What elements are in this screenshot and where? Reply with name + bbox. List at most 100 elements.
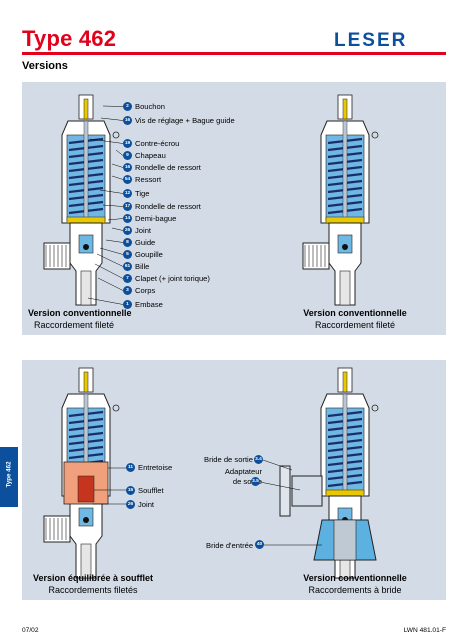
side-tab-label: Type 462	[5, 461, 13, 488]
part-number-badge: 3	[123, 286, 132, 295]
part-number-badge: 5	[123, 250, 132, 259]
caption-bellows: Version équilibrée à soufflet Raccordeme…	[28, 573, 158, 596]
part-number-badge: 40	[255, 540, 264, 549]
caption-flanged: Version conventionnelle Raccordements à …	[290, 573, 420, 596]
part-number-badge: 1	[123, 300, 132, 309]
outlet-adapter-label: Adaptateur de sortie	[224, 467, 262, 486]
adjusting-screw	[83, 371, 89, 393]
part-number-badge: 19	[123, 139, 132, 148]
footer-date: 07/02	[22, 627, 39, 634]
outlet-adapter	[291, 475, 323, 507]
caption-subtitle: Raccordement fileté	[34, 319, 115, 330]
outlet-flange	[279, 465, 291, 517]
seal-ring	[112, 404, 120, 412]
leader-line	[100, 117, 124, 121]
valve-body	[328, 222, 362, 306]
part-number-badge: 54	[123, 175, 132, 184]
part-number-badge: 2	[123, 102, 132, 111]
adjusting-screw	[83, 98, 89, 120]
caption-title: Version équilibrée à soufflet	[32, 573, 154, 583]
leader-line	[111, 163, 124, 168]
part-label: Guide	[135, 238, 156, 247]
part-label: Corps	[135, 286, 156, 295]
part-number-badge: 15	[126, 486, 135, 495]
part-label: Soufflet	[138, 486, 164, 495]
adjusting-screw	[342, 98, 348, 120]
part-label: Joint	[135, 226, 152, 235]
nozzle	[339, 270, 351, 306]
ball	[83, 244, 89, 250]
part-number-badge: 3.5	[251, 477, 260, 486]
page-title: Type 462	[22, 26, 117, 51]
part-label: Embase	[135, 300, 163, 309]
outlet-thread	[302, 242, 330, 270]
caption-subtitle: Raccordements filetés	[48, 584, 138, 595]
side-tab: Type 462	[0, 447, 18, 507]
seal-ring	[112, 131, 120, 139]
caption-title: Version conventionnelle	[303, 573, 407, 583]
part-number-badge: 16	[123, 163, 132, 172]
bellows	[77, 475, 95, 503]
part-number-badge: 16	[123, 116, 132, 125]
part-label: Entretoise	[138, 463, 173, 472]
valve-body	[69, 495, 103, 579]
caption-subtitle: Raccordement fileté	[314, 319, 396, 330]
leader-line	[87, 297, 124, 305]
nozzle	[80, 543, 92, 579]
leader-line	[97, 277, 124, 291]
leader-line	[259, 481, 301, 491]
caption-threaded-left: Version conventionnelle Raccordement fil…	[28, 308, 138, 331]
part-number-badge: 9	[123, 151, 132, 160]
leader-line	[94, 263, 124, 279]
part-label: Chapeau	[135, 151, 166, 160]
inlet-bore	[333, 519, 357, 561]
part-number-badge: 8	[123, 238, 132, 247]
part-label: Rondelle de ressort	[135, 202, 201, 211]
nozzle	[80, 270, 92, 306]
leader-line	[105, 239, 124, 243]
outlet-thread	[43, 242, 71, 270]
leader-line	[89, 138, 124, 144]
part-label: Joint	[138, 500, 155, 509]
section-title: Versions	[22, 60, 68, 72]
part-number-badge: 11	[126, 463, 135, 472]
leser-logo: LESER	[334, 30, 407, 51]
valve-body	[69, 222, 103, 306]
outlet-thread	[43, 515, 71, 543]
part-number-badge: 14	[123, 214, 132, 223]
caption-title: Version conventionnelle	[28, 308, 132, 318]
caption-threaded-right: Version conventionnelle Raccordement fil…	[290, 308, 420, 331]
leader-line	[102, 105, 124, 107]
leader-line	[102, 204, 124, 207]
part-label: Demi-bague	[135, 214, 177, 223]
ball	[83, 517, 89, 523]
ball	[342, 244, 348, 250]
leader-line	[96, 253, 124, 267]
part-label: Clapet (+ joint torique)	[135, 274, 210, 283]
leader-line	[262, 459, 293, 471]
logo-text: LESER	[334, 30, 407, 51]
part-number-badge: 12	[123, 189, 132, 198]
footer-doc-number: LWN 481.01-F	[403, 627, 446, 634]
caption-title: Version conventionnelle	[303, 308, 407, 318]
part-number-badge: 61	[123, 262, 132, 271]
leader-line	[107, 218, 124, 221]
part-label: Tige	[135, 189, 150, 198]
part-label: Goupille	[135, 250, 163, 259]
part-number-badge: 7	[123, 274, 132, 283]
part-label: Vis de réglage + Bague guide	[135, 116, 235, 125]
part-label: Bouchon	[135, 102, 165, 111]
part-label: Contre-écrou	[135, 139, 180, 148]
part-number-badge: 17	[123, 202, 132, 211]
part-label: Rondelle de ressort	[135, 163, 201, 172]
part-number-badge: 3.4	[254, 455, 263, 464]
seal-ring	[371, 404, 379, 412]
leader-line	[115, 149, 124, 156]
leader-line	[99, 247, 124, 255]
leader-line	[111, 227, 124, 231]
part-label: Ressort	[135, 175, 162, 184]
part-number-badge: 26	[126, 500, 135, 509]
inlet-flange-label: Bride d'entrée	[206, 541, 254, 550]
